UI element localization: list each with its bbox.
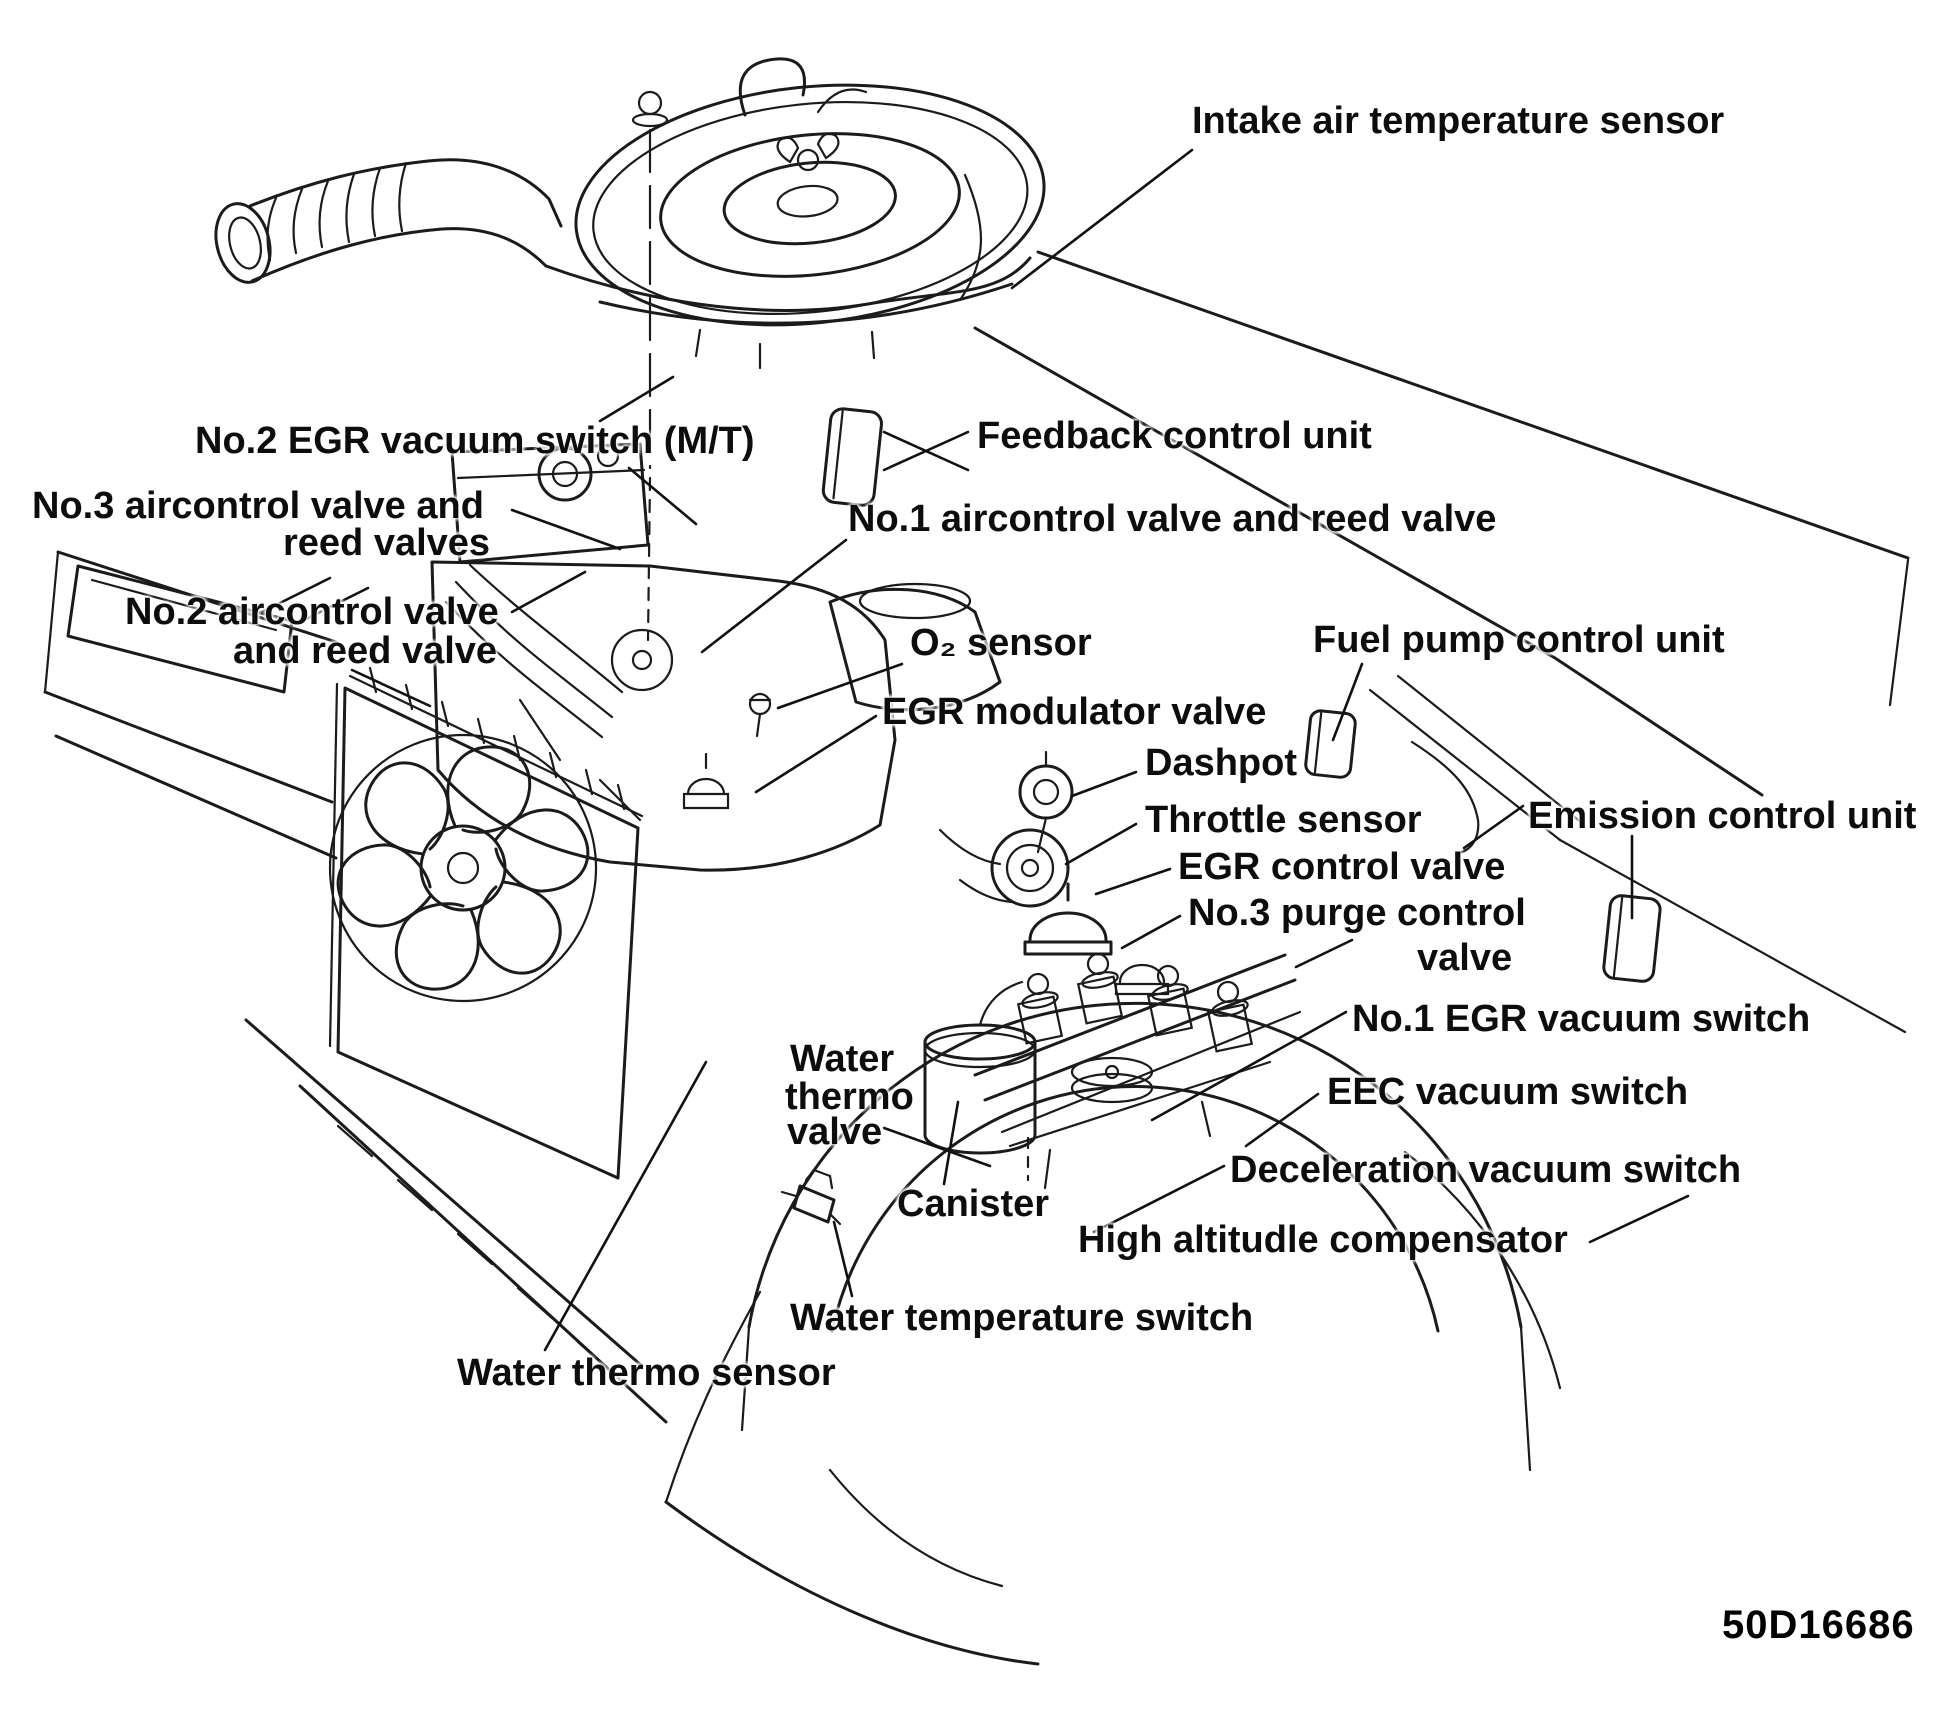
label-water-thermo-valve-line3: valve (787, 1111, 883, 1153)
intake-hose-drawing (214, 158, 1032, 312)
label-eec-vacuum-switch: EEC vacuum switch (1327, 1071, 1689, 1113)
label-water-thermo-sensor: Water thermo sensor (457, 1352, 836, 1394)
emission-control-unit-box (1602, 894, 1662, 983)
figure-part-number: 50D16686 (1722, 1603, 1915, 1647)
label-water-temperature-switch: Water temperature switch (790, 1297, 1254, 1339)
body-lines-right (973, 250, 1910, 1034)
label-no3-aircontrol-valve-line2: reed valves (283, 522, 491, 564)
label-no1-aircontrol-valve: No.1 aircontrol valve and reed valve (848, 498, 1497, 540)
throttle-egr-cluster-drawing (938, 750, 1170, 996)
leader-lines (260, 148, 1690, 1352)
label-dashpot: Dashpot (1145, 742, 1297, 784)
label-intake-air-temperature-sensor: Intake air temperature sensor (1192, 100, 1725, 142)
label-fuel-pump-control-unit: Fuel pump control unit (1313, 619, 1725, 661)
vacuum-switch-cluster-drawing (973, 952, 1302, 1190)
feedback-control-unit-box (821, 407, 883, 507)
body-lines-left (43, 550, 668, 1424)
engine-drawing (430, 442, 1002, 872)
label-water-thermo-valve-line2: thermo (785, 1076, 914, 1118)
label-deceleration-vacuum-switch: Deceleration vacuum switch (1230, 1149, 1742, 1191)
label-emission-control-unit: Emission control unit (1528, 795, 1917, 837)
label-no3-purge-control-line2: valve (1417, 937, 1513, 979)
wheel-drawing (664, 1001, 1562, 1666)
label-no3-aircontrol-valve-line1: No.3 aircontrol valve and (32, 485, 484, 527)
label-egr-control-valve: EGR control valve (1178, 846, 1506, 888)
label-no2-aircontrol-valve-line2: and reed valve (233, 630, 498, 672)
label-no3-purge-control-line1: No.3 purge control (1188, 892, 1526, 934)
fuel-pump-control-unit-box (1304, 709, 1357, 779)
label-high-altitude-compensator: High altitudle compensator (1078, 1219, 1568, 1261)
label-no1-egr-vacuum-switch: No.1 EGR vacuum switch (1352, 998, 1811, 1040)
label-o2-sensor: O₂ sensor (910, 622, 1092, 664)
label-no2-aircontrol-valve-line1: No.2 aircontrol valve (125, 591, 499, 633)
control-unit-boxes (821, 407, 1662, 983)
label-canister: Canister (897, 1183, 1050, 1225)
label-egr-modulator-valve: EGR modulator valve (882, 691, 1267, 733)
label-throttle-sensor: Throttle sensor (1145, 799, 1422, 841)
label-no2-egr-vacuum-switch: No.2 EGR vacuum switch (M/T) (195, 420, 755, 462)
label-water-thermo-valve-line1: Water (790, 1038, 895, 1080)
air-cleaner-drawing (574, 57, 1046, 642)
label-feedback-control-unit: Feedback control unit (977, 415, 1372, 457)
radiator-fan-drawing (328, 666, 644, 1180)
